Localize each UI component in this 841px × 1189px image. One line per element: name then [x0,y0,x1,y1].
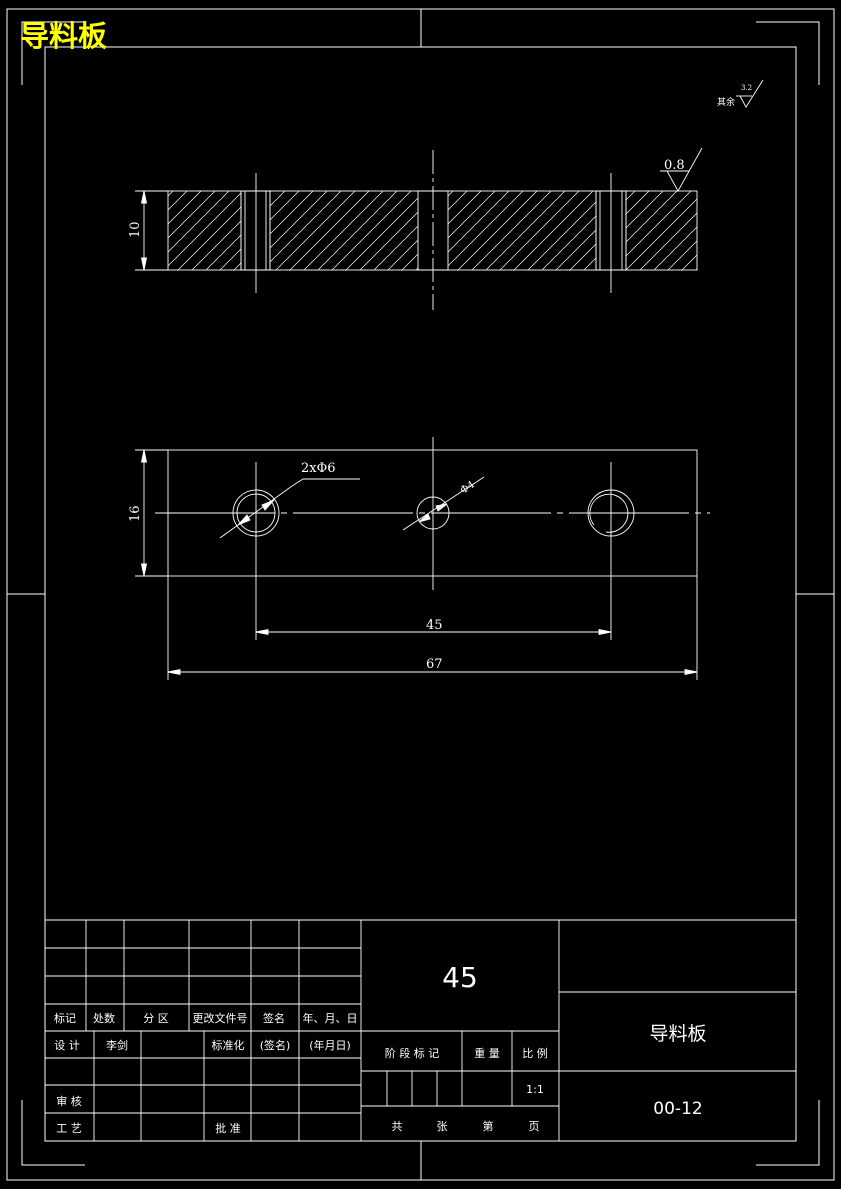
approve-label: 批 准 [215,1121,241,1135]
dim-holes: 2xΦ6 [301,461,336,476]
sheet-page-label: 页 [529,1120,540,1133]
header-title: 导料板 [20,19,108,53]
sheet-no-label: 第 [483,1119,494,1133]
sheet-total-label: 共 [392,1120,403,1133]
sheet-border [6,8,835,1181]
designer-name: 李剑 [106,1038,128,1052]
drawing-number: 00-12 [653,1099,702,1119]
dim-thickness: 10 [128,221,143,238]
stage-header: 阶 段 标 记 [385,1046,440,1060]
roughness-other-symbol [736,79,764,108]
design-label: 设 计 [54,1039,80,1052]
dim-width: 16 [128,505,143,522]
top-view [135,437,710,680]
rev-header-zone: 分 区 [143,1012,169,1025]
sign-label: (签名) [260,1038,291,1052]
sheet-unit-label: 张 [437,1120,448,1133]
rev-header-count: 处数 [93,1012,115,1025]
rev-header-sign: 签名 [263,1011,285,1025]
rev-header-doc-no: 更改文件号 [193,1011,248,1025]
rev-header-date: 年、月、日 [303,1011,358,1025]
material: 45 [442,961,478,994]
process-label: 工 艺 [56,1122,82,1135]
section-view [135,147,703,310]
standard-label: 标准化 [212,1038,245,1052]
date-label: (年月日) [309,1038,351,1052]
scale-value: 1:1 [526,1083,544,1096]
review-label: 审 核 [56,1094,82,1108]
scale-header: 比 例 [522,1046,548,1060]
dim-hole-pitch: 45 [426,618,443,633]
title-block [45,919,796,1141]
part-name: 导料板 [649,1023,706,1045]
rev-header-mark: 标记 [54,1011,76,1025]
roughness-other-label: 其余 [717,96,735,108]
dim-length: 67 [426,657,443,672]
dim-center-hole: Φ4 [459,479,477,496]
roughness-other-value: 3.2 [741,84,752,92]
weight-header: 重 量 [474,1046,500,1060]
roughness-surface-value: 0.8 [664,158,685,173]
